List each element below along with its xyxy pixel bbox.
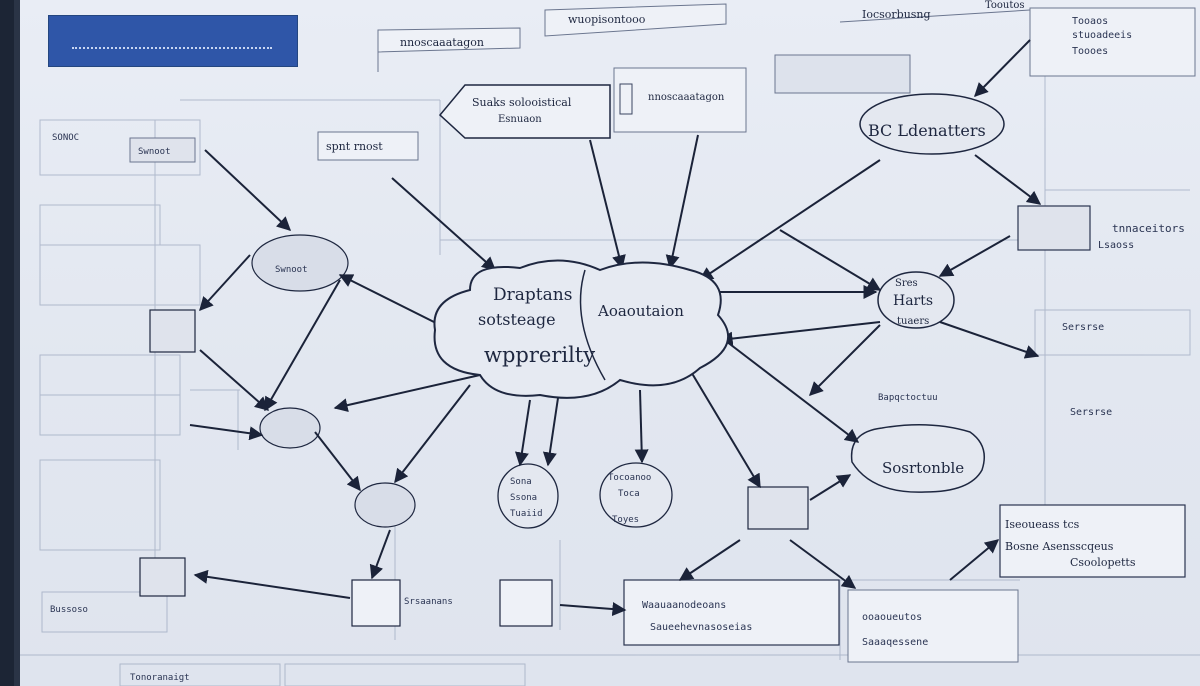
svg-text:Swnoot: Swnoot	[275, 265, 308, 275]
left-small-a: Swnoot	[138, 147, 171, 157]
widget-bottom-left	[139, 557, 186, 597]
svg-text:Sosrtonble: Sosrtonble	[882, 459, 964, 477]
svg-text:Esnuaon: Esnuaon	[498, 114, 542, 125]
left-small-b: Bussoso	[50, 605, 88, 615]
flag-box: Suaks solooistical Esnuaon	[438, 84, 611, 139]
top-note-a-text: nnoscaaatagon	[400, 36, 484, 49]
background-grid-lines	[20, 40, 1200, 686]
central-cloud: Draptans sotsteage Aoaoutaion wpprerilty	[433, 259, 729, 399]
svg-text:Suaks solooistical: Suaks solooistical	[472, 96, 572, 109]
cloud-bottom-right: Sosrtonble	[850, 424, 985, 493]
top-note-right-text: Tooutos	[985, 0, 1025, 11]
svg-text:ooaoueutos: ooaoueutos	[862, 612, 922, 623]
central-line-4: wpprerilty	[484, 343, 595, 367]
top-right-note: nnoscaaatagon	[613, 67, 747, 133]
svg-text:Sres: Sres	[895, 278, 918, 289]
connector-arrows	[189, 39, 1042, 617]
svg-text:Ssona: Ssona	[510, 493, 537, 503]
svg-text:Toyes: Toyes	[612, 515, 639, 525]
circle-node-a: Sona Ssona Tuaiid	[497, 463, 559, 529]
bottom-center-box: Waauaanodeoans Saueehevnasoseias	[623, 579, 840, 646]
right-small-text: Bapqctoctuu	[878, 393, 938, 403]
top-note-b-text: wuopisontooo	[568, 13, 646, 26]
svg-text:spnt rnost: spnt rnost	[326, 140, 383, 153]
svg-text:Iseoueass tcs: Iseoueass tcs	[1005, 518, 1080, 531]
svg-text:Saaaqessene: Saaaqessene	[862, 637, 928, 648]
circle-node-b: Tocoanoo Toca Toyes	[599, 462, 673, 528]
svg-text:Toooes: Toooes	[1072, 46, 1108, 57]
svg-text:Tuaiid: Tuaiid	[510, 509, 543, 519]
svg-text:BC Ldenatters: BC Ldenatters	[868, 121, 986, 140]
cloud-top-right: BC Ldenatters	[859, 93, 1005, 155]
box-left-upper: spnt rnost Swnoot	[129, 131, 419, 163]
svg-text:nnoscaaatagon: nnoscaaatagon	[648, 92, 725, 103]
svg-text:Csoolopetts: Csoolopetts	[1070, 556, 1136, 569]
svg-text:Harts: Harts	[893, 293, 933, 309]
hub-cloud-lower-left	[354, 482, 416, 528]
bottom-left-label: Srsaanans	[404, 597, 453, 607]
top-note-c: Iocsorbusng Tooutos	[839, 0, 1031, 23]
widget-left	[149, 309, 196, 353]
svg-text:Saueehevnasoseias: Saueehevnasoseias	[650, 622, 752, 633]
hub-cloud-upper-left: Swnoot	[251, 234, 349, 292]
bottom-strip-text: Tonoranaigt	[130, 673, 190, 683]
cloud-right: Sres Harts tuaers	[877, 271, 955, 329]
central-line-1: Draptans	[493, 285, 572, 305]
svg-text:Lsaoss: Lsaoss	[1098, 240, 1134, 251]
right-mid-label: Sersrse	[1062, 322, 1104, 333]
top-note-b: wuopisontooo	[544, 3, 727, 37]
top-note-c-text: Iocsorbusng	[862, 8, 931, 21]
svg-text:Tocoanoo: Tocoanoo	[608, 473, 651, 483]
svg-text:Waauaanodeoans: Waauaanodeoans	[642, 600, 726, 611]
top-note-a: nnoscaaatagon	[377, 27, 521, 72]
svg-text:Bosne Asensscqeus: Bosne Asensscqeus	[1005, 540, 1114, 553]
svg-text:Toca: Toca	[618, 489, 640, 499]
svg-text:stuoadeeis: stuoadeeis	[1072, 30, 1132, 41]
svg-text:Sersrse: Sersrse	[1070, 407, 1112, 418]
bottom-far-right-box: ooaoueutos Saaaqessene	[847, 589, 1019, 663]
svg-text:tuaers: tuaers	[897, 316, 929, 327]
header-banner	[48, 15, 298, 67]
hub-cloud-left	[259, 407, 321, 449]
top-left-ruled-text: SONOC	[52, 133, 79, 143]
right-upper-node: tnnaceitors Lsaoss Sersrse Sersrse	[1017, 205, 1185, 418]
central-line-2: sotsteage	[478, 310, 556, 329]
small-panel	[774, 54, 911, 94]
box-bottom-left-node	[351, 579, 401, 627]
widget-bottom-right	[747, 486, 809, 530]
box-bottom-mid-node	[499, 579, 553, 627]
right-top-list: Tooaos stuoadeeis Toooes	[1029, 7, 1196, 77]
svg-text:Tooaos: Tooaos	[1072, 16, 1108, 27]
svg-text:Sona: Sona	[510, 477, 532, 487]
central-line-3: Aoaoutaion	[597, 302, 684, 320]
bottom-right-box: Iseoueass tcs Bosne Asensscqeus Csoolope…	[999, 504, 1186, 578]
svg-text:tnnaceitors: tnnaceitors	[1112, 222, 1185, 235]
